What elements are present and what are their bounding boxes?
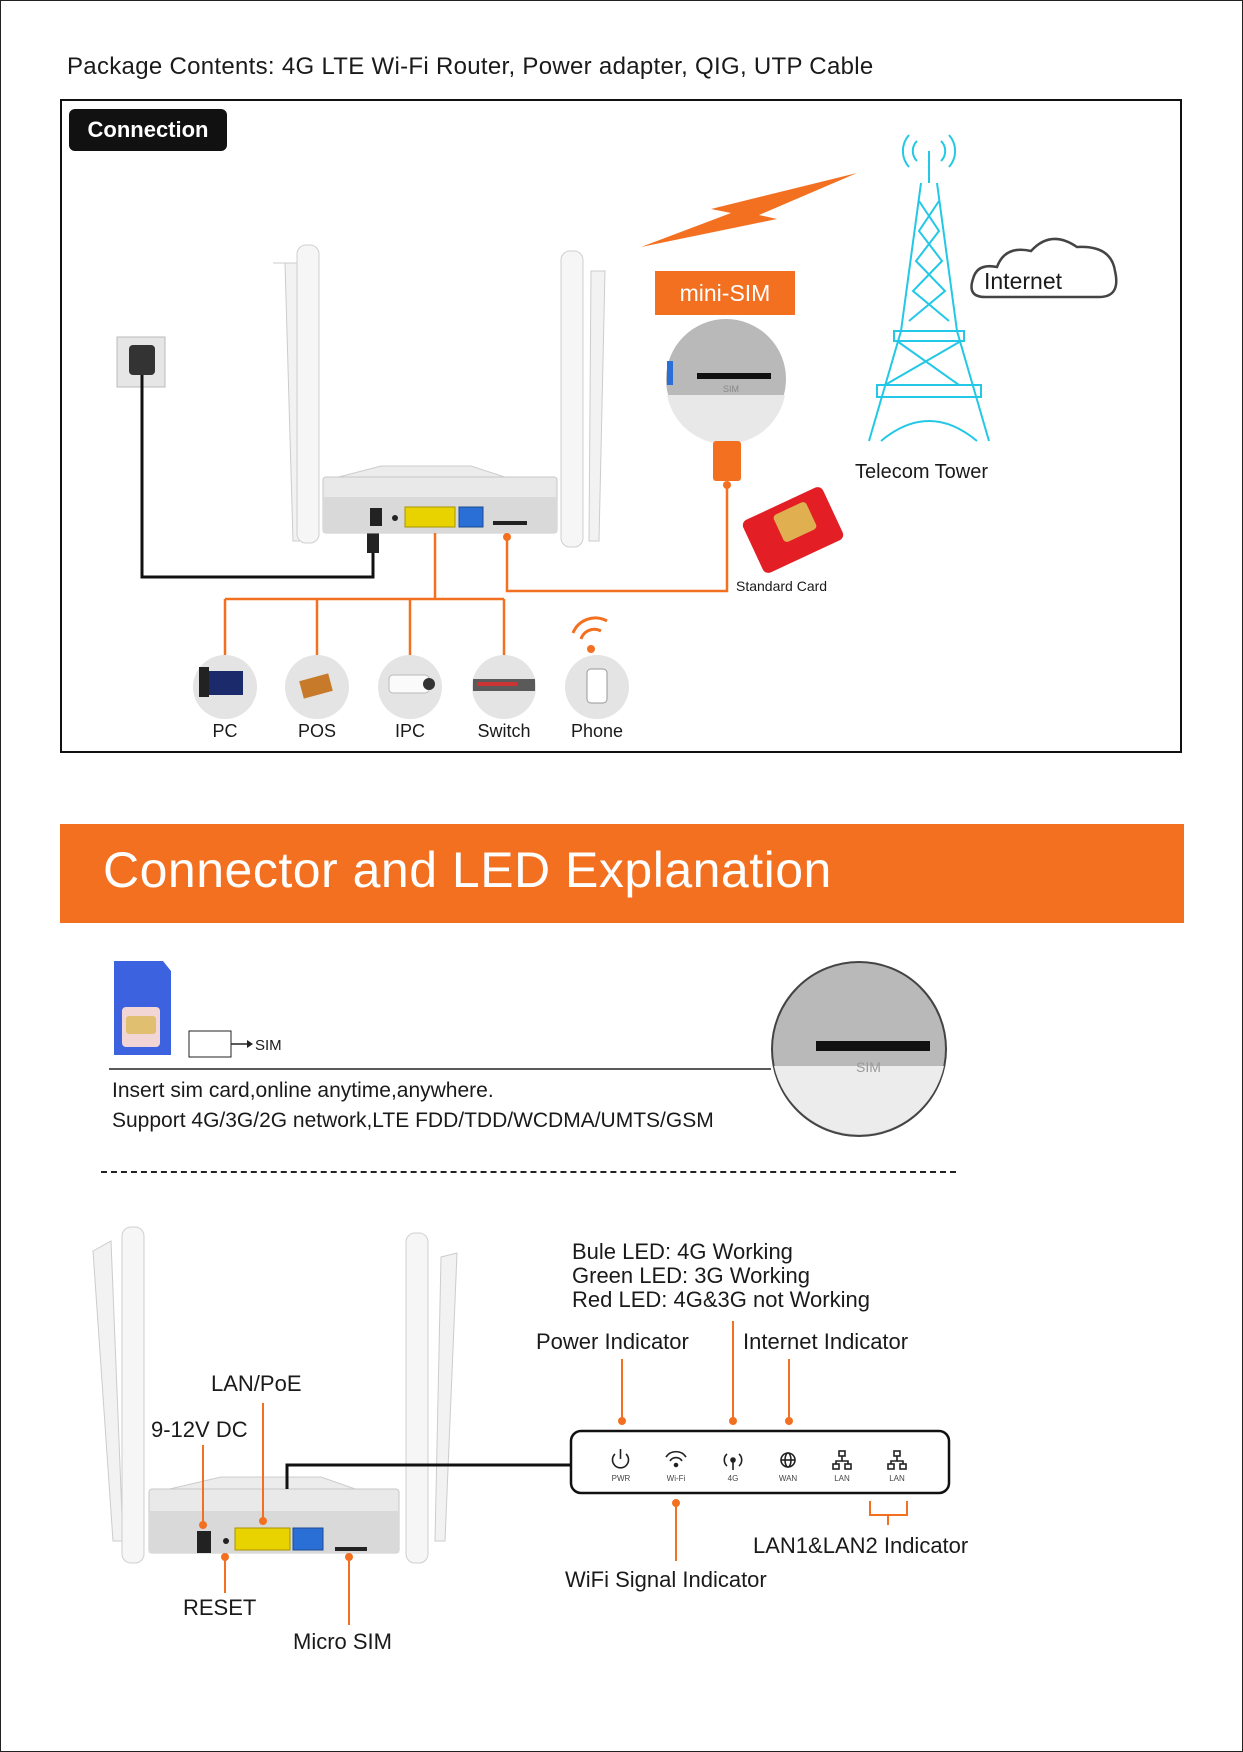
lan-poe-label: LAN/PoE <box>211 1371 302 1396</box>
standard-card-label: Standard Card <box>736 578 828 594</box>
power-plug-icon <box>367 531 379 553</box>
package-contents: Package Contents: 4G LTE Wi-Fi Router, P… <box>67 53 874 80</box>
device-label-ipc: IPC <box>394 721 425 741</box>
led-label-lan2: LAN <box>889 1474 905 1483</box>
router-back-icon <box>92 1226 458 1564</box>
banner-title: Connector and LED Explanation <box>103 842 832 898</box>
port-callouts <box>199 1403 353 1625</box>
wan-led-icon <box>780 1452 796 1468</box>
red-led-text: Red LED: 4G&3G not Working <box>572 1287 870 1312</box>
sim-line-1: Insert sim card,online anytime,anywhere. <box>112 1079 494 1102</box>
green-led-text: Green LED: 3G Working <box>572 1263 811 1288</box>
sim-card-icon <box>114 961 171 1055</box>
led-label-4g: 4G <box>727 1474 739 1483</box>
sim-line-2: Support 4G/3G/2G network,LTE FDD/TDD/WCD… <box>112 1109 714 1132</box>
switch-icon <box>472 655 536 719</box>
panel-pointer-line <box>285 1463 573 1489</box>
lightning-icon <box>641 173 857 247</box>
device-label-pc: PC <box>212 721 238 741</box>
dashed-divider <box>101 1171 956 1173</box>
led-panel <box>569 1429 951 1495</box>
connection-badge: Connection <box>69 109 227 151</box>
sim-slot-label-large: SIM <box>856 1059 881 1075</box>
connection-diagram <box>60 99 1182 753</box>
lan-tree <box>223 485 729 656</box>
led-label-lan1: LAN <box>834 1474 850 1483</box>
lan2-led-icon <box>887 1450 907 1470</box>
internet-cloud-icon <box>970 237 1118 299</box>
telecom-tower-label: Telecom Tower <box>855 461 989 483</box>
wifi-indicator-label: WiFi Signal Indicator <box>565 1567 767 1592</box>
section-banner <box>60 824 1184 923</box>
pos-icon <box>285 655 349 719</box>
led-label-wan: WAN <box>778 1474 798 1483</box>
sim-slot-label: SIM <box>723 384 740 394</box>
power-indicator-label: Power Indicator <box>536 1329 689 1354</box>
pc-icon <box>193 655 257 719</box>
power-cable <box>140 375 375 579</box>
internet-indicator-label: Internet Indicator <box>743 1329 909 1354</box>
telecom-tower-icon <box>868 134 990 442</box>
led-callouts <box>618 1321 908 1561</box>
wifi-led-icon <box>665 1450 687 1468</box>
led-label-wifi: Wi-Fi <box>666 1474 686 1483</box>
reset-label: RESET <box>183 1595 257 1620</box>
dc-label: 9-12V DC <box>151 1417 248 1442</box>
router-icon <box>273 244 606 548</box>
power-led-icon <box>611 1449 630 1469</box>
4g-led-icon <box>723 1453 743 1470</box>
phone-icon <box>565 616 629 719</box>
device-label-pos: POS <box>297 721 336 741</box>
standard-card-icon <box>742 487 844 573</box>
lan-indicator-label: LAN1&LAN2 Indicator <box>753 1533 969 1558</box>
sim-slot-zoom-large <box>771 961 947 1137</box>
internet-label: Internet <box>984 268 1062 294</box>
sim-arrow-label: SIM <box>255 1037 282 1054</box>
device-label-phone: Phone <box>570 721 624 741</box>
lan1-led-icon <box>832 1450 852 1470</box>
4g-sim-icon <box>713 441 741 481</box>
blue-led-text: Bule LED: 4G Working <box>572 1239 793 1264</box>
micro-sim-label: Micro SIM <box>293 1629 392 1654</box>
device-label-switch: Switch <box>477 721 531 741</box>
mini-sim-badge: mini-SIM <box>655 271 795 315</box>
led-label-pwr: PWR <box>611 1474 631 1483</box>
sim-slot-zoom <box>666 319 786 445</box>
ipc-icon <box>378 655 442 719</box>
